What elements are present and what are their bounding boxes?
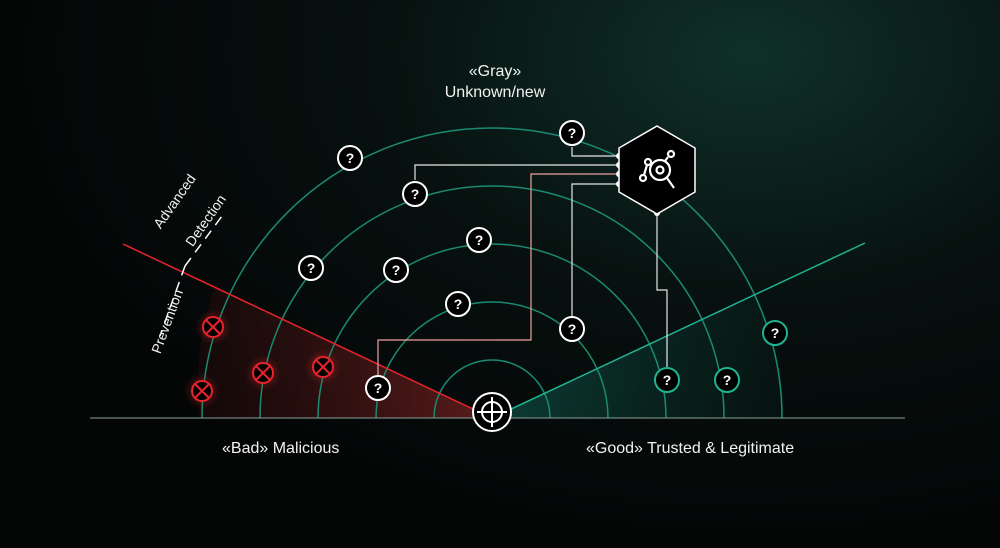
svg-text:?: ? bbox=[568, 321, 577, 337]
svg-text:?: ? bbox=[475, 232, 484, 248]
unknown-object-marker: ? bbox=[337, 145, 363, 171]
unknown-object-marker: ? bbox=[559, 120, 585, 146]
x-circle-icon bbox=[305, 349, 341, 385]
unknown-object-marker: ? bbox=[466, 227, 492, 253]
svg-text:?: ? bbox=[374, 380, 383, 396]
unknown-object-marker: ? bbox=[365, 375, 391, 401]
svg-text:?: ? bbox=[411, 186, 420, 202]
detection-arrow bbox=[159, 211, 226, 337]
svg-text:?: ? bbox=[346, 150, 355, 166]
svg-text:?: ? bbox=[392, 262, 401, 278]
gray-sublabel: Unknown/new bbox=[444, 84, 546, 101]
svg-text:?: ? bbox=[771, 325, 780, 341]
trusted-boundary bbox=[491, 242, 866, 419]
unknown-object-marker: ? bbox=[383, 257, 409, 283]
x-circle-icon bbox=[184, 373, 220, 409]
gray-label: «Gray» bbox=[468, 63, 522, 80]
x-circle-icon bbox=[195, 309, 231, 345]
unknown-object-marker: ? bbox=[402, 181, 428, 207]
svg-text:?: ? bbox=[723, 372, 732, 388]
svg-text:?: ? bbox=[307, 260, 316, 276]
unknown-object-marker: ? bbox=[559, 316, 585, 342]
analysis-hexagon-icon bbox=[618, 125, 696, 215]
malicious-boundary bbox=[122, 243, 493, 419]
svg-text:?: ? bbox=[568, 125, 577, 141]
unknown-object-marker: ? bbox=[714, 367, 740, 393]
malicious-connector bbox=[377, 173, 619, 375]
bad-label: «Bad» Malicious bbox=[222, 440, 340, 457]
unknown-object-marker: ? bbox=[762, 320, 788, 346]
svg-text:?: ? bbox=[454, 296, 463, 312]
unknown-object-marker: ? bbox=[654, 367, 680, 393]
good-label: «Good» Trusted & Legitimate bbox=[586, 440, 795, 457]
x-circle-icon bbox=[245, 355, 281, 391]
connectors bbox=[414, 147, 668, 367]
trusted-sector bbox=[492, 294, 784, 418]
svg-text:?: ? bbox=[663, 372, 672, 388]
unknown-object-marker: ? bbox=[445, 291, 471, 317]
unknown-object-marker: ? bbox=[298, 255, 324, 281]
target-icon bbox=[472, 392, 512, 432]
